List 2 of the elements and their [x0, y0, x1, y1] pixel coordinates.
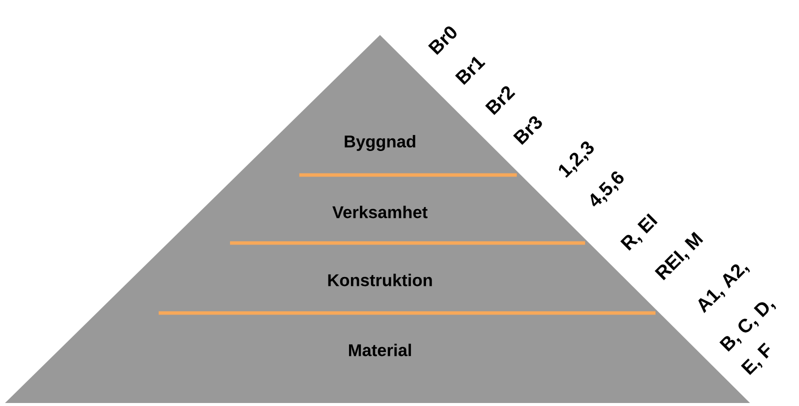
- rating-label: Br2: [485, 86, 516, 115]
- rating-label: Br1: [455, 56, 486, 85]
